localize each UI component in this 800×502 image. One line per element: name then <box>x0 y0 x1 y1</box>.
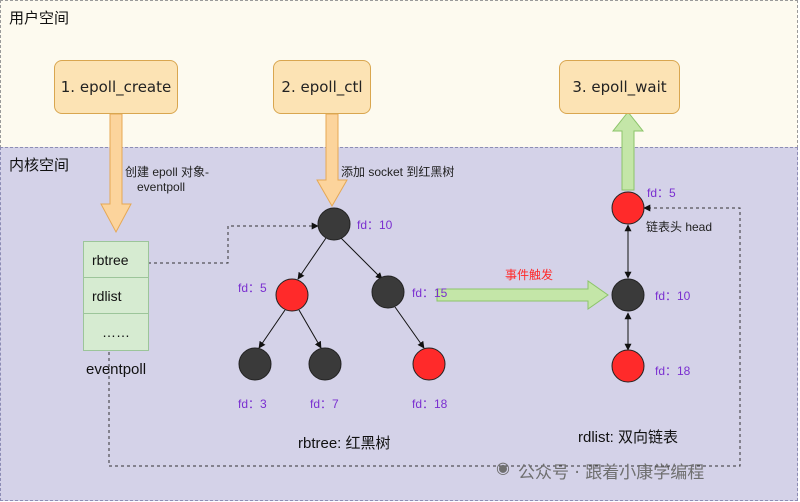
create-arrow <box>100 113 132 234</box>
rbtree-node-fd10 <box>317 207 351 241</box>
ctl-arrow <box>316 113 348 208</box>
create-annotation-line1: 创建 epoll 对象- <box>125 165 210 179</box>
eventpoll-rdlist-field: rdlist <box>84 278 148 314</box>
watermark-text: 公众号 · 跟着小康学编程 <box>518 463 705 483</box>
eventpoll-struct: rbtree rdlist …… <box>83 241 149 351</box>
event-arrow <box>436 280 609 310</box>
eventpoll-ellipsis-field: …… <box>102 324 130 340</box>
list-head-label: 链表头 head <box>646 220 713 234</box>
eventpoll-rbtree-field: rbtree <box>84 242 148 278</box>
edge-15-18 <box>394 306 425 349</box>
rbtree-node-fd18 <box>412 347 446 381</box>
rdlist-node-fd10 <box>611 278 645 312</box>
rbtree-label-fd3: fd：3 <box>238 397 267 411</box>
edge-10-5 <box>297 237 327 280</box>
rbtree-label-fd15: fd：15 <box>412 286 448 300</box>
rbtree-label-fd7: fd：7 <box>310 397 339 411</box>
epoll-create-box: 1. epoll_create <box>54 60 178 114</box>
rbtree-label-fd5: fd：5 <box>238 281 267 295</box>
eventpoll-caption: eventpoll <box>86 361 147 378</box>
wait-arrow <box>611 111 645 191</box>
rdlist-node-fd18 <box>611 349 645 383</box>
rdlist-node-fd5 <box>611 191 645 225</box>
rbtree-node-fd3 <box>238 347 272 381</box>
rdlist-caption: rdlist: 双向链表 <box>578 429 679 446</box>
create-annotation-line2: eventpoll <box>137 180 186 194</box>
rdlist-label-fd5: fd：5 <box>647 186 676 200</box>
event-trigger-label: 事件触发 <box>505 268 554 282</box>
rbtree-link <box>148 222 319 264</box>
kernel-space-label: 内核空间 <box>9 156 70 174</box>
wechat-icon: ◉ <box>496 458 510 477</box>
rbtree-node-fd15 <box>371 275 405 309</box>
edge-10-15 <box>340 237 383 280</box>
edge-5-7 <box>298 309 322 349</box>
epoll-wait-box: 3. epoll_wait <box>559 60 680 114</box>
user-space-label: 用户空间 <box>9 9 70 27</box>
rbtree-caption: rbtree: 红黑树 <box>298 435 391 452</box>
rdlist-link <box>108 204 741 467</box>
rdlist-label-fd10: fd：10 <box>655 289 691 303</box>
rbtree-label-fd18: fd：18 <box>412 397 448 411</box>
epoll-ctl-box: 2. epoll_ctl <box>273 60 371 114</box>
ctl-annotation: 添加 socket 到红黑树 <box>341 165 455 179</box>
edge-5-3 <box>258 309 286 349</box>
rbtree-label-fd10: fd：10 <box>357 218 393 232</box>
rdlist-label-fd18: fd：18 <box>655 364 691 378</box>
rbtree-node-fd7 <box>308 347 342 381</box>
rbtree-node-fd5 <box>275 278 309 312</box>
